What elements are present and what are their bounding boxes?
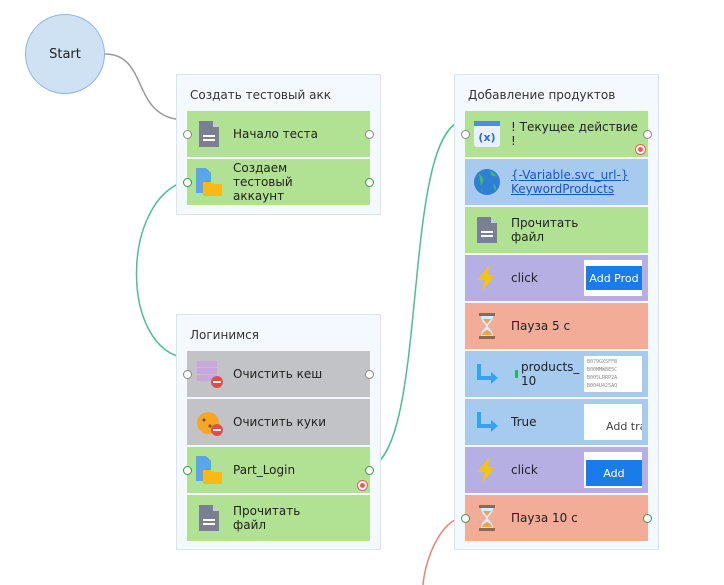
breakpoint-icon[interactable]	[636, 145, 645, 154]
group-title: Добавление продуктов	[468, 88, 616, 102]
input-port[interactable]	[183, 466, 192, 475]
action-label: ! Текущее действие !	[511, 120, 638, 148]
action-label: Создаем тестовый аккаунт	[233, 161, 293, 203]
preview-button-text: Add	[586, 460, 642, 486]
element-preview: Add tra	[584, 404, 642, 440]
branch-arrow-icon	[477, 412, 498, 432]
group-add-products[interactable]: Добавление продуктов (x) ! Текущее дейст…	[454, 74, 659, 550]
output-port[interactable]	[365, 130, 374, 139]
preview-text: Add tra	[606, 420, 642, 433]
output-port[interactable]	[643, 130, 652, 139]
wire-login-to-products	[368, 119, 465, 469]
action-label: click	[511, 463, 538, 477]
output-port[interactable]	[643, 514, 652, 523]
wire-create-to-login	[135, 180, 187, 359]
preview-line: B079GXSFFB	[587, 359, 618, 365]
action-label: Очистить куки	[233, 415, 326, 429]
input-port[interactable]	[461, 514, 470, 523]
action-row[interactable]: Прочитать файл	[187, 495, 370, 541]
output-port[interactable]	[365, 370, 374, 379]
action-label: Пауза 5 с	[511, 319, 571, 333]
group-title: Создать тестовый акк	[190, 88, 331, 102]
action-row[interactable]: True Add tra	[465, 399, 648, 445]
input-port[interactable]	[183, 370, 192, 379]
breakpoint-icon[interactable]	[358, 481, 367, 490]
action-label: Part_Login	[233, 463, 296, 477]
group-title: Логинимся	[190, 328, 259, 342]
group-login[interactable]: Логинимся Очистить кеш Очистить куки Par…	[176, 314, 381, 550]
action-label: Начало теста	[233, 127, 318, 141]
start-label: Start	[49, 46, 81, 62]
variable-icon: (x)	[474, 121, 500, 147]
url-link[interactable]: {-Variable.svc_url-} KeywordProducts	[511, 168, 629, 196]
action-label: Пауза 10 с	[511, 511, 578, 525]
document-icon	[199, 121, 219, 147]
action-label: click	[511, 271, 538, 285]
element-preview: B079GXSFFB B00MMW8E5C B005LRRP2A B004U42…	[584, 356, 642, 392]
document-icon	[199, 505, 219, 531]
hourglass-icon	[479, 505, 495, 531]
preview-line: B00MMW8E5C	[587, 367, 618, 373]
status-indicator	[515, 370, 518, 378]
action-row[interactable]: Начало теста	[183, 111, 374, 157]
output-port[interactable]	[365, 178, 374, 187]
action-row[interactable]: products_ 10 B079GXSFFB B00MMW8E5C B005L…	[465, 351, 648, 397]
lightning-icon	[478, 457, 495, 483]
action-row[interactable]: Пауза 5 с	[465, 303, 648, 349]
clear-cookies-icon	[197, 412, 223, 436]
wire-start-to-test	[104, 53, 187, 121]
lightning-icon	[478, 265, 495, 291]
action-row[interactable]: Прочитать файл	[465, 207, 648, 253]
output-port[interactable]	[365, 466, 374, 475]
element-preview: Add	[584, 452, 642, 488]
action-label: products_ 10	[521, 360, 580, 388]
hourglass-icon	[479, 313, 495, 339]
action-label: True	[511, 415, 537, 429]
preview-line: B005LRRP2A	[587, 375, 618, 381]
input-port[interactable]	[183, 130, 192, 139]
start-node[interactable]: Start	[25, 14, 105, 94]
input-port[interactable]	[461, 130, 470, 139]
action-label: Прочитать файл	[233, 504, 301, 532]
branch-arrow-icon	[477, 364, 498, 384]
input-port[interactable]	[183, 178, 192, 187]
action-row[interactable]: click Add Prod	[465, 255, 648, 301]
action-label: Прочитать файл	[511, 216, 579, 244]
action-row[interactable]: Создаем тестовый аккаунт	[183, 159, 374, 205]
element-preview: Add Prod	[584, 260, 642, 296]
globe-icon	[474, 169, 500, 195]
action-row[interactable]: Пауза 10 с	[461, 495, 652, 541]
action-row[interactable]: Очистить кеш	[183, 351, 374, 397]
document-icon	[477, 217, 497, 243]
file-folder-icon	[196, 456, 222, 484]
preview-line: B004U425AQ	[587, 383, 618, 389]
file-folder-icon	[196, 168, 222, 196]
preview-button-text: Add Prod	[586, 266, 642, 290]
action-row[interactable]: click Add	[465, 447, 648, 493]
action-row[interactable]: Очистить куки	[187, 399, 370, 445]
svg-text:(x): (x)	[478, 131, 495, 144]
action-row[interactable]: {-Variable.svc_url-} KeywordProducts	[465, 159, 648, 205]
group-create-test-account[interactable]: Создать тестовый акк Начало теста Создае…	[176, 74, 381, 215]
action-row[interactable]: (x) ! Текущее действие !	[461, 111, 652, 157]
action-row[interactable]: Part_Login	[183, 447, 374, 493]
action-label: Очистить кеш	[233, 367, 323, 381]
clear-cache-icon	[197, 361, 223, 388]
